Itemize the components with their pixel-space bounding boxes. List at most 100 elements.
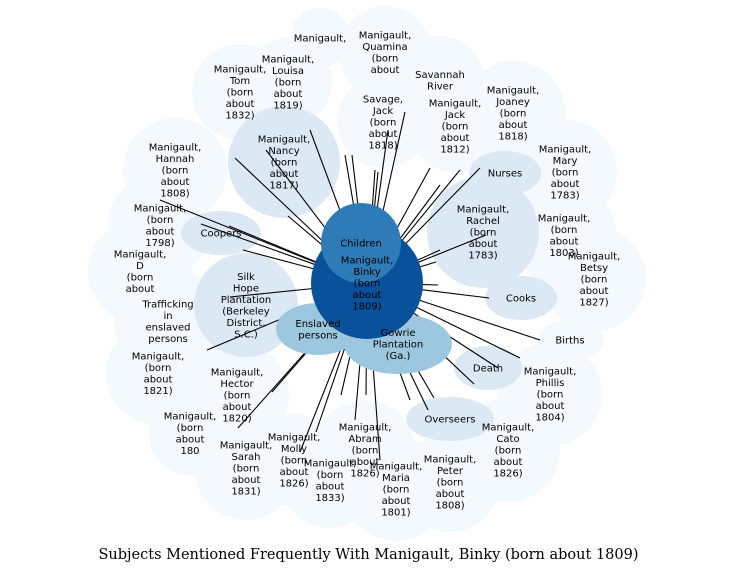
label-overseers-0: Overseers <box>425 415 476 426</box>
node-nurses[interactable] <box>469 151 541 195</box>
label-rachel-0: Manigault, <box>457 205 510 216</box>
label-maria-4: 1801) <box>381 508 410 519</box>
label-abram-4: 1826) <box>350 469 379 480</box>
label-silk-hope-5: S.C.) <box>234 329 258 340</box>
label-tom-0: Manigault, <box>214 65 267 76</box>
label-children-0: Children <box>340 239 382 250</box>
edge-32 <box>242 249 321 272</box>
node-p-top[interactable] <box>290 8 350 68</box>
label-nancy-3: about <box>270 169 299 180</box>
node-overseers[interactable] <box>406 397 494 441</box>
label-jack2-1: Jack <box>444 110 466 121</box>
node-silk-hope[interactable] <box>194 253 298 357</box>
edge-31 <box>229 287 320 298</box>
label-p180x-3: 180 <box>180 446 199 457</box>
label-joaney-1: Joaney <box>495 97 530 108</box>
label-rachel-3: about <box>469 239 498 250</box>
label-cato-1: Cato <box>496 434 519 445</box>
label-louisa-1: Louisa <box>272 66 304 77</box>
label-center-2: (born <box>354 279 381 290</box>
node-quamina[interactable] <box>339 6 431 98</box>
label-p-left-2: (born <box>127 272 154 283</box>
label-joaney-4: 1818) <box>498 132 527 143</box>
node-p1808[interactable] <box>400 432 500 532</box>
label-p-bottom-2: about <box>316 481 345 492</box>
label-joaney-3: about <box>499 120 528 131</box>
node-savage-jack[interactable] <box>337 76 429 168</box>
label-louisa-4: 1819) <box>273 101 302 112</box>
label-p-bottom-0: Manigault, <box>304 458 357 469</box>
label-savage-jack-4: 1818) <box>368 141 397 152</box>
label-death-0: Death <box>473 364 503 375</box>
node-p1827[interactable] <box>542 227 646 331</box>
node-death[interactable] <box>454 346 522 390</box>
label-p-top-0: Manigault, <box>294 34 347 45</box>
label-hector-4: 1820) <box>222 414 251 425</box>
label-p180x-2: about <box>176 434 205 445</box>
label-tom-4: 1832) <box>225 111 254 122</box>
label-quamina-2: (born <box>372 53 399 64</box>
label-abram-2: (born <box>352 446 379 457</box>
label-enslaved-0: Enslaved <box>295 319 340 330</box>
node-cooks[interactable] <box>485 276 557 320</box>
label-mary-3: about <box>551 179 580 190</box>
label-phillis-2: (born <box>537 390 564 401</box>
label-phillis-0: Manigault, <box>524 367 577 378</box>
label-tom-3: about <box>226 99 255 110</box>
edge-9 <box>400 167 481 250</box>
node-layer-back <box>88 6 646 541</box>
label-silk-hope-3: (Berkeley <box>222 306 270 317</box>
label-jack2-4: 1812) <box>440 145 469 156</box>
label-nancy-2: (born <box>271 158 298 169</box>
label-mary-0: Manigault, <box>539 145 592 156</box>
label-p1803-3: 1803) <box>549 248 578 259</box>
label-savannah-0: Savannah <box>415 70 465 81</box>
label-molly-4: 1826) <box>279 479 308 490</box>
node-coopers[interactable] <box>181 211 261 255</box>
edge-14 <box>414 288 490 299</box>
label-trafficking-0: Trafficking <box>141 299 193 310</box>
label-nurses-0: Nurses <box>488 169 523 180</box>
node-children[interactable] <box>321 203 401 283</box>
node-layer-front <box>276 203 452 374</box>
label-rachel-2: (born <box>470 228 497 239</box>
label-abram-3: about <box>351 457 380 468</box>
label-savannah-1: River <box>427 81 454 92</box>
edge-15 <box>412 297 541 341</box>
node-p-left[interactable] <box>88 219 192 323</box>
label-p1808-3: about <box>436 489 465 500</box>
label-tom-2: (born <box>227 88 254 99</box>
label-p1821-1: (born <box>145 363 172 374</box>
label-savage-jack-0: Savage, <box>363 95 403 106</box>
label-p1808-2: (born <box>437 478 464 489</box>
label-molly-2: (born <box>281 456 308 467</box>
label-cato-3: about <box>494 457 523 468</box>
label-p1808-0: Manigault, <box>424 455 477 466</box>
node-p-bottom[interactable] <box>282 432 378 528</box>
label-p1821-2: about <box>144 374 173 385</box>
label-maria-0: Manigault, <box>370 462 423 473</box>
label-p-bottom-1: (born <box>317 470 344 481</box>
label-hector-1: Hector <box>220 379 254 390</box>
edge-16 <box>409 303 521 359</box>
label-abram-1: Abram <box>348 434 381 445</box>
label-mary-4: 1783) <box>550 191 579 202</box>
label-p-bottom-3: 1833) <box>315 493 344 504</box>
label-phillis-1: Phillis <box>536 378 565 389</box>
label-nancy-4: 1817) <box>269 181 298 192</box>
label-rachel-4: 1783) <box>468 251 497 262</box>
label-hannah-4: 1808) <box>160 189 189 200</box>
label-silk-hope-2: Plantation <box>221 295 271 306</box>
label-hannah-2: (born <box>162 166 189 177</box>
node-rachel[interactable] <box>427 176 539 288</box>
label-cato-0: Manigault, <box>482 423 535 434</box>
label-quamina-3: about <box>371 65 400 76</box>
label-p1827-0: Manigault, <box>568 252 621 263</box>
label-savage-jack-2: (born <box>370 118 397 129</box>
node-jack2[interactable] <box>409 80 501 172</box>
label-p180x-1: (born <box>177 423 204 434</box>
label-quamina-0: Manigault, <box>359 30 412 41</box>
label-hector-3: about <box>223 402 252 413</box>
label-silk-hope-1: Hope <box>233 283 259 294</box>
label-cato-4: 1826) <box>493 469 522 480</box>
